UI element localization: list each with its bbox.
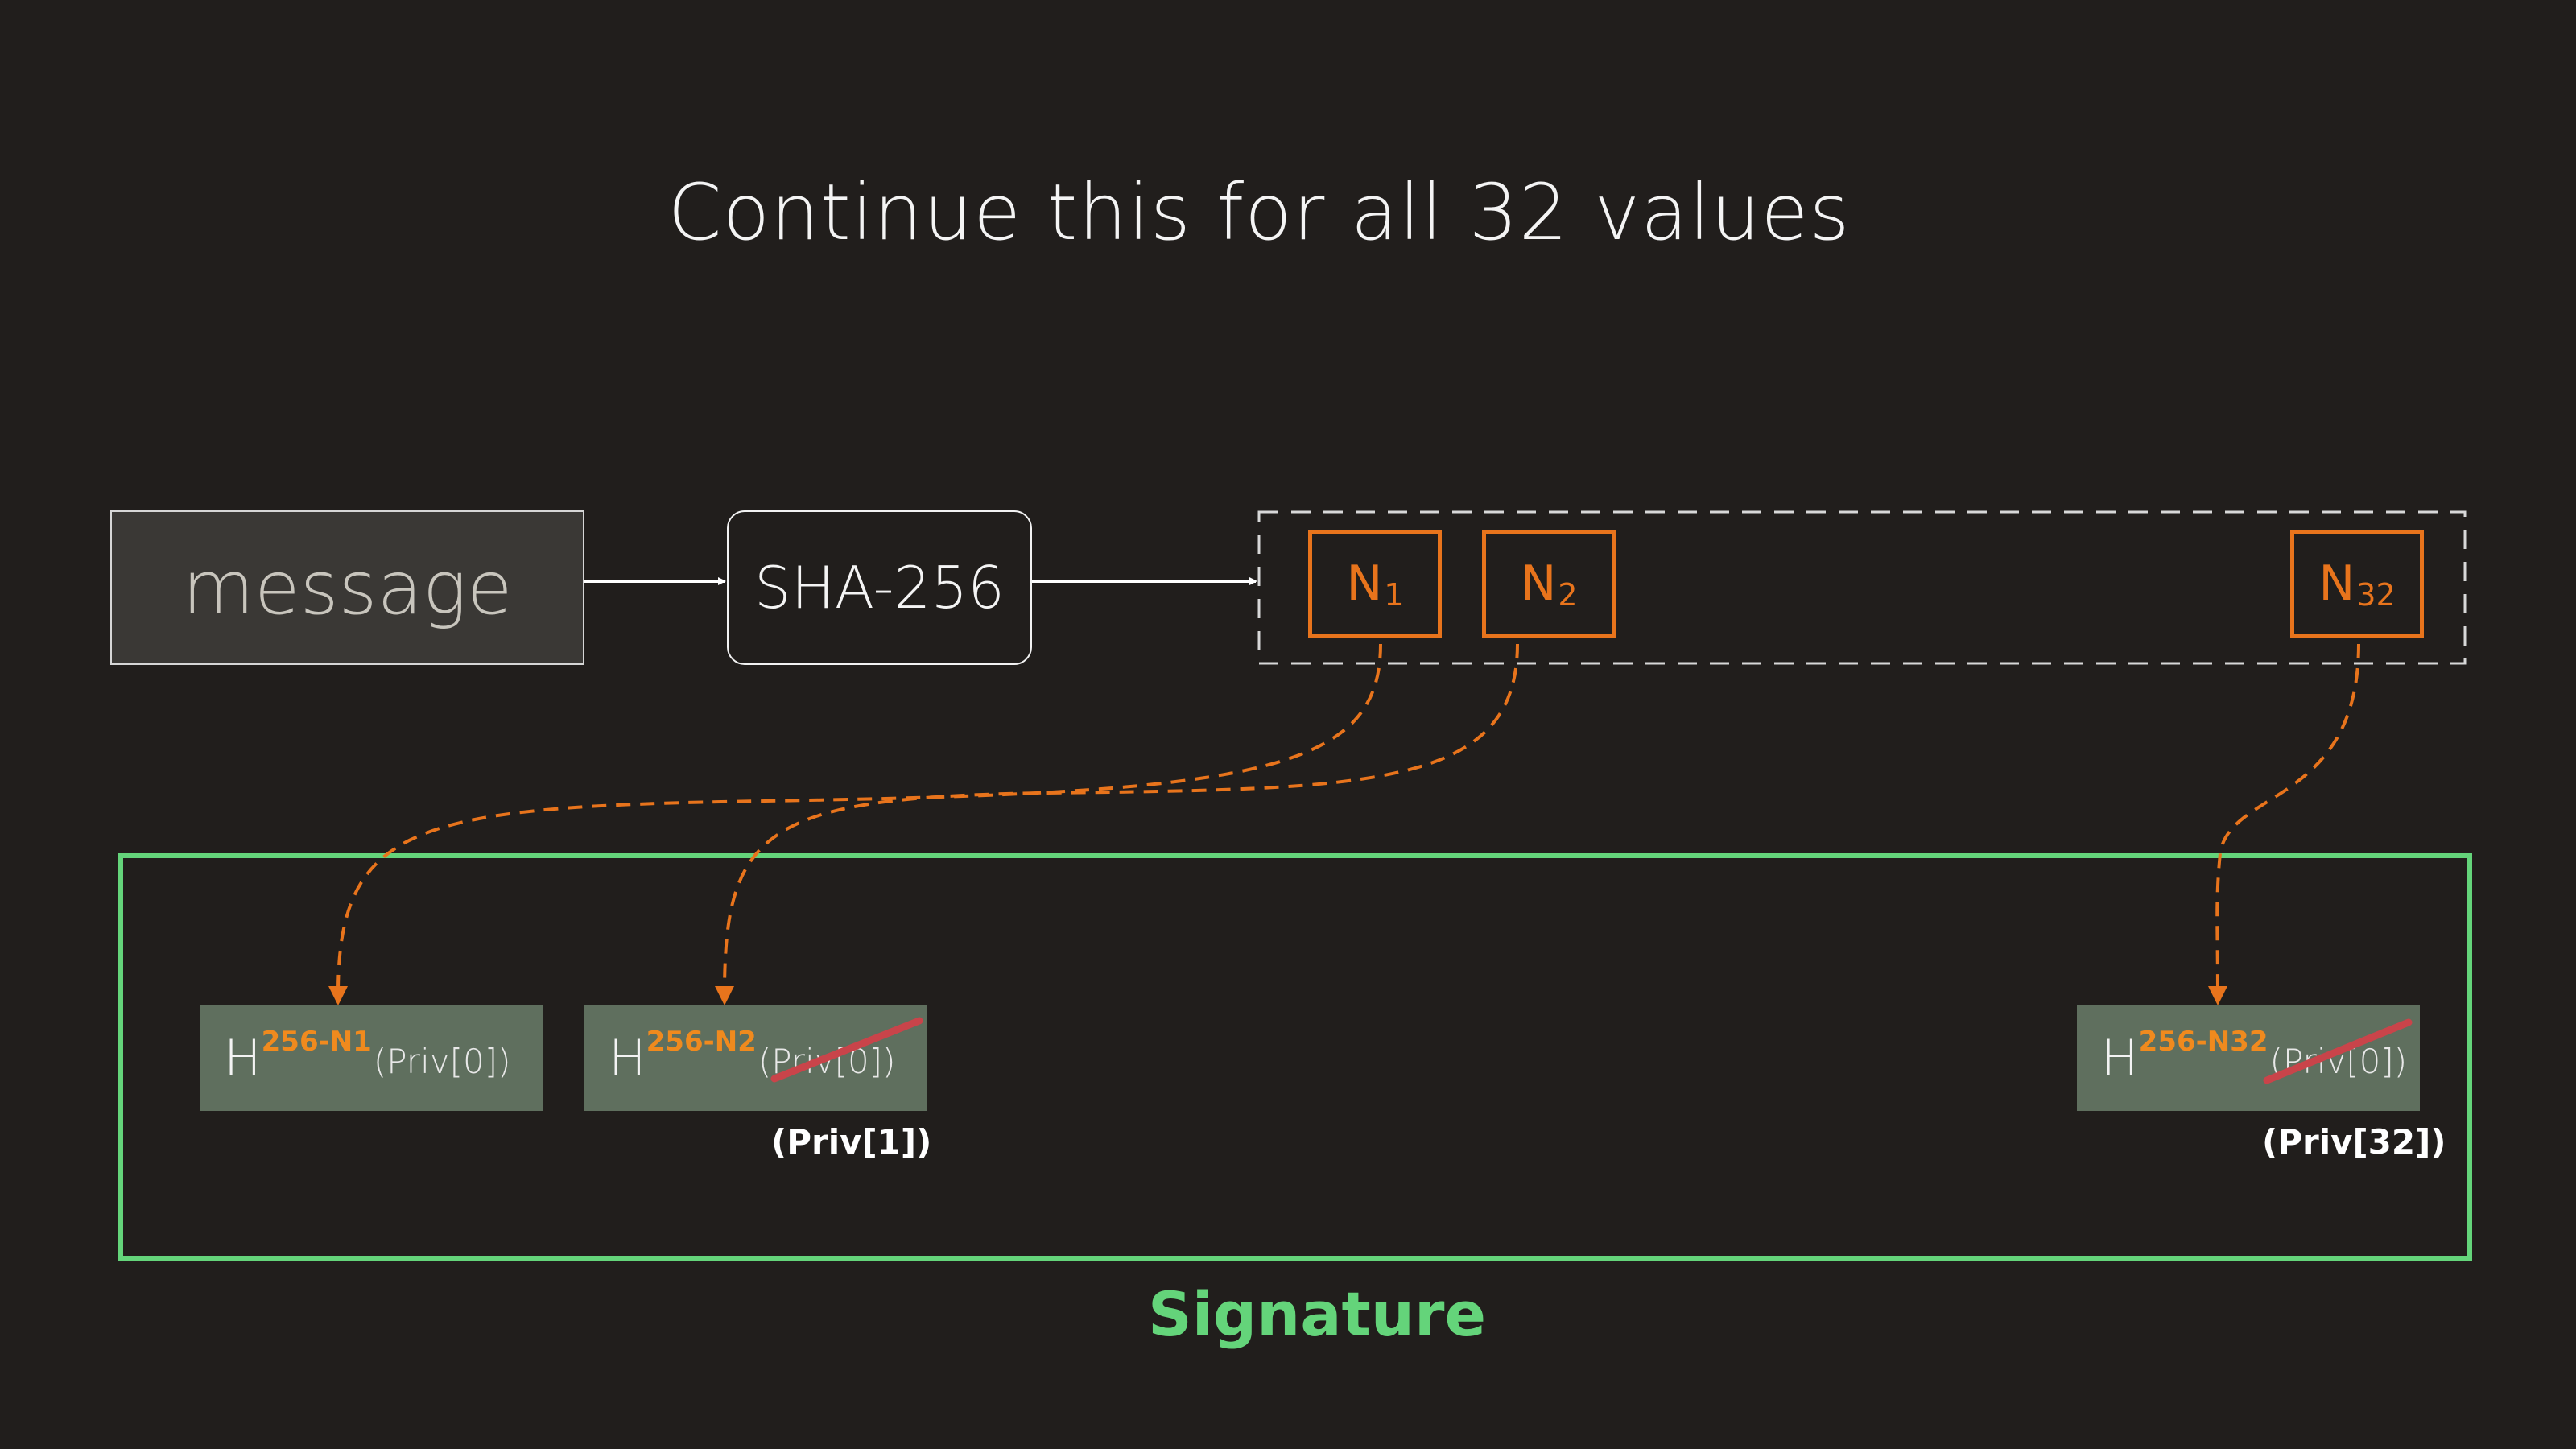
sha256-box: SHA-256 [727,510,1032,665]
hash-letter: H [2101,1028,2139,1088]
number-subscript: 32 [2356,577,2396,613]
hash-priv-arg: (Priv[0]) [373,1041,511,1081]
number-base: N [1346,555,1383,612]
message-label: message [182,544,513,631]
hash-exponent: 256-N1 [261,1026,372,1058]
connector-n32-to-h32 [2207,643,2360,1005]
signature-label: Signature [1147,1278,1487,1350]
number-base: N [1520,555,1557,612]
hash-exponent: 256-N32 [2138,1026,2268,1058]
hash-priv-arg: (Priv[0]) [758,1041,896,1081]
hash-exponent: 256-N2 [646,1026,757,1058]
hash-priv-arg: (Priv[0]) [2269,1041,2408,1081]
priv-label-1: (Priv[1]) [771,1122,932,1162]
number-subscript: 2 [1558,577,1578,613]
page-title: Continue this for all 32 values [667,167,1851,258]
hash-letter: H [609,1028,646,1088]
connector-n2-to-h2 [715,643,1519,1005]
number-base: N [2318,555,2355,612]
signature-box [118,853,2472,1261]
hash-letter: H [224,1028,262,1088]
priv-label-32: (Priv[32]) [2262,1122,2446,1162]
sha256-label: SHA-256 [754,554,1005,621]
number-subscript: 1 [1384,577,1404,613]
message-box: message [110,510,584,665]
connector-n1-to-h1 [328,643,1382,1005]
